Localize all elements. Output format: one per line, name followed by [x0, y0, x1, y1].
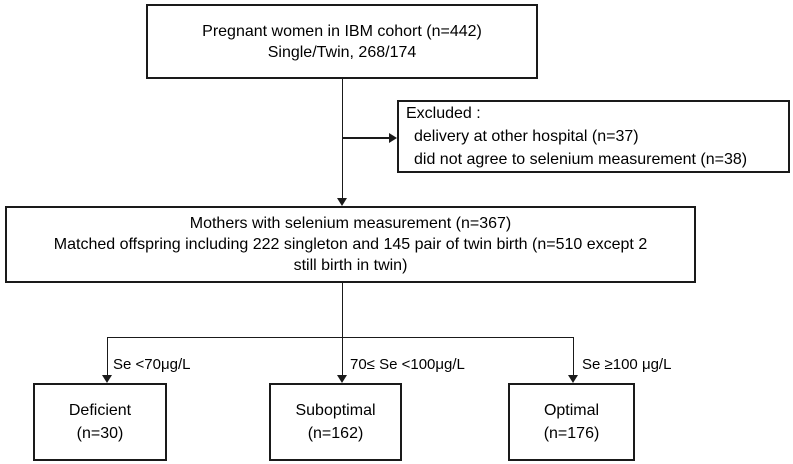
cohort-box: Pregnant women in IBM cohort (n=442) Sin… — [146, 4, 538, 79]
excluded-box-item1: delivery at other hospital (n=37) — [414, 128, 639, 145]
suboptimal-box-count: (n=162) — [307, 425, 364, 442]
deficient-box-label: Deficient — [68, 402, 132, 419]
arrowhead-into-deficient-box-icon — [101, 375, 112, 383]
excluded-box-title: Excluded : — [406, 105, 481, 122]
optimal-box-count: (n=176) — [543, 425, 600, 442]
optimal-box: Optimal (n=176) — [508, 383, 635, 461]
arrowhead-into-excluded-box-icon — [389, 132, 397, 143]
selenium-box-line1: Mothers with selenium measurement (n=367… — [189, 215, 512, 232]
connector-branch-line — [107, 336, 574, 338]
excluded-box: Excluded : delivery at other hospital (n… — [397, 100, 790, 173]
connector-cohort-to-selenium — [341, 79, 343, 198]
connector-to-excluded — [342, 137, 389, 139]
selenium-box-line3: still birth in twin) — [293, 257, 408, 274]
arrowhead-into-suboptimal-box-icon — [336, 375, 347, 383]
selenium-box-line2: Matched offspring including 222 singleto… — [53, 236, 648, 253]
cohort-box-line2: Single/Twin, 268/174 — [267, 43, 417, 61]
excluded-box-item2: did not agree to selenium measurement (n… — [414, 151, 748, 168]
suboptimal-box: Suboptimal (n=162) — [269, 383, 402, 461]
branch-label-deficient: Se <70μg/L — [113, 356, 191, 373]
deficient-box-count: (n=30) — [76, 425, 124, 442]
branch-label-suboptimal: 70≤ Se <100μg/L — [350, 356, 465, 373]
optimal-box-label: Optimal — [543, 402, 600, 419]
connector-selenium-stem — [341, 283, 343, 337]
deficient-box: Deficient (n=30) — [33, 383, 167, 461]
connector-to-optimal — [572, 337, 574, 375]
branch-label-optimal: Se ≥100 μg/L — [582, 356, 672, 373]
connector-to-suboptimal — [341, 337, 343, 375]
suboptimal-box-label: Suboptimal — [295, 402, 376, 419]
arrowhead-into-optimal-box-icon — [567, 375, 578, 383]
connector-to-deficient — [106, 337, 108, 375]
cohort-box-line1: Pregnant women in IBM cohort (n=442) — [202, 22, 482, 40]
selenium-measurement-box: Mothers with selenium measurement (n=367… — [5, 206, 696, 283]
arrowhead-into-selenium-box-icon — [336, 198, 347, 206]
